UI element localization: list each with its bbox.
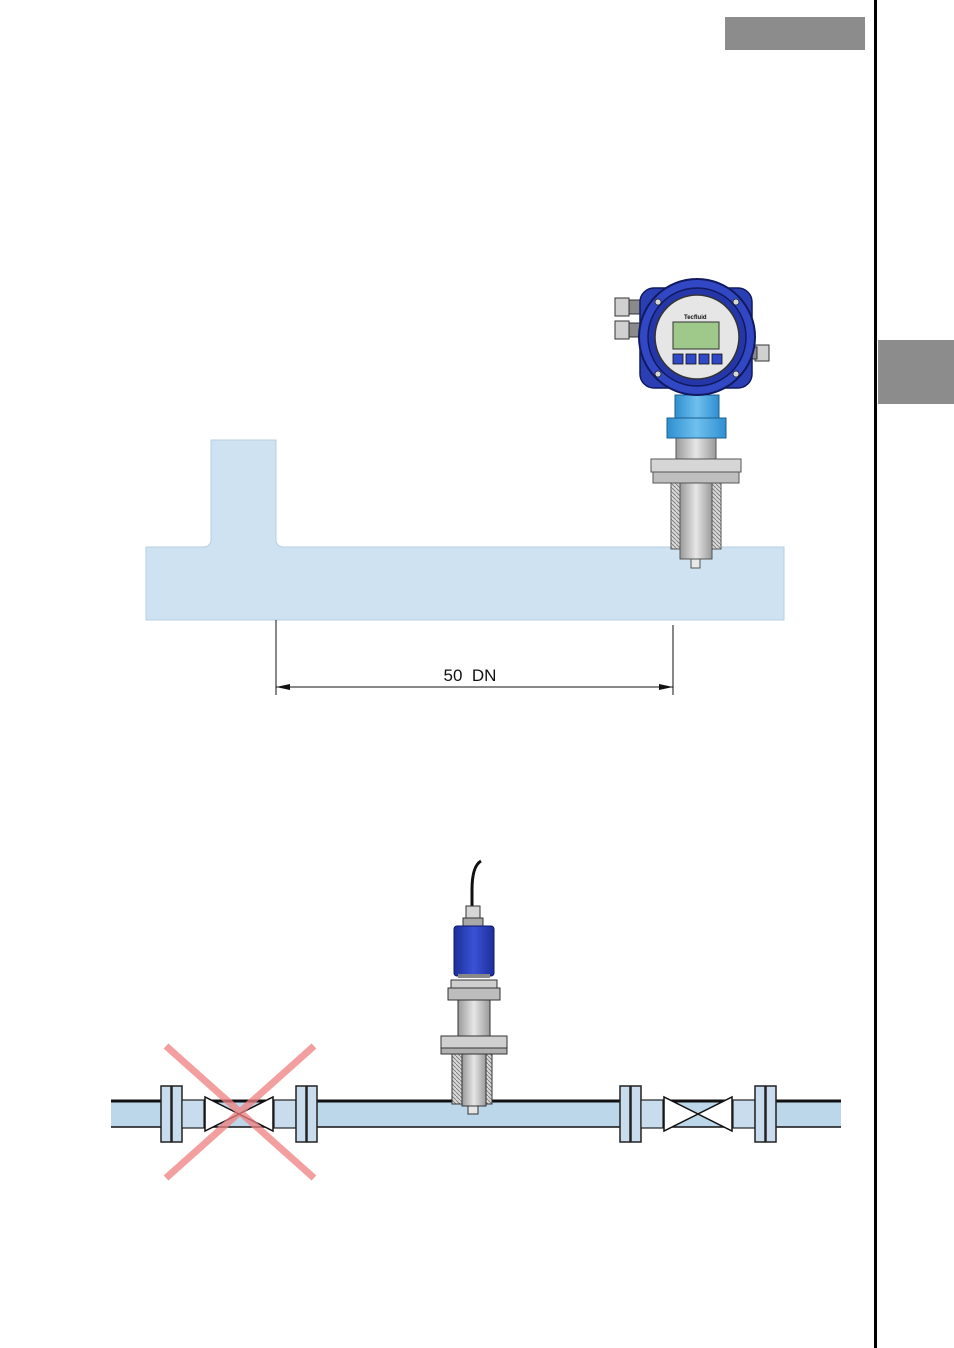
keypad-button <box>672 353 684 365</box>
flange-pair-left <box>160 1085 205 1143</box>
dimension-line: 50 DN <box>275 620 674 695</box>
incorrect-cross-icon <box>163 1043 317 1181</box>
flange-pair-right <box>619 1085 664 1143</box>
keypad-button <box>698 353 710 365</box>
keypad-button <box>685 353 697 365</box>
tee-pipe <box>145 439 785 621</box>
flowmeter-transmitter: Tecfluid <box>614 278 770 569</box>
flange-pair-far-right <box>732 1085 777 1143</box>
valve-icon <box>663 1095 733 1133</box>
figure-valve-placement <box>111 859 841 1181</box>
page-margin-rule <box>874 0 877 1348</box>
flange-pair-mid <box>273 1085 318 1143</box>
chapter-tab <box>878 340 954 404</box>
keypad-button <box>711 353 723 365</box>
figure-tee-pipe-installation: Tecfluid 50 DN <box>145 278 785 695</box>
dimension-label: 50 DN <box>444 666 497 685</box>
svg-text:Tecfluid: Tecfluid <box>684 315 707 321</box>
lcd-display <box>672 321 720 350</box>
flow-sensor <box>440 859 508 1115</box>
header-tab <box>725 17 865 50</box>
